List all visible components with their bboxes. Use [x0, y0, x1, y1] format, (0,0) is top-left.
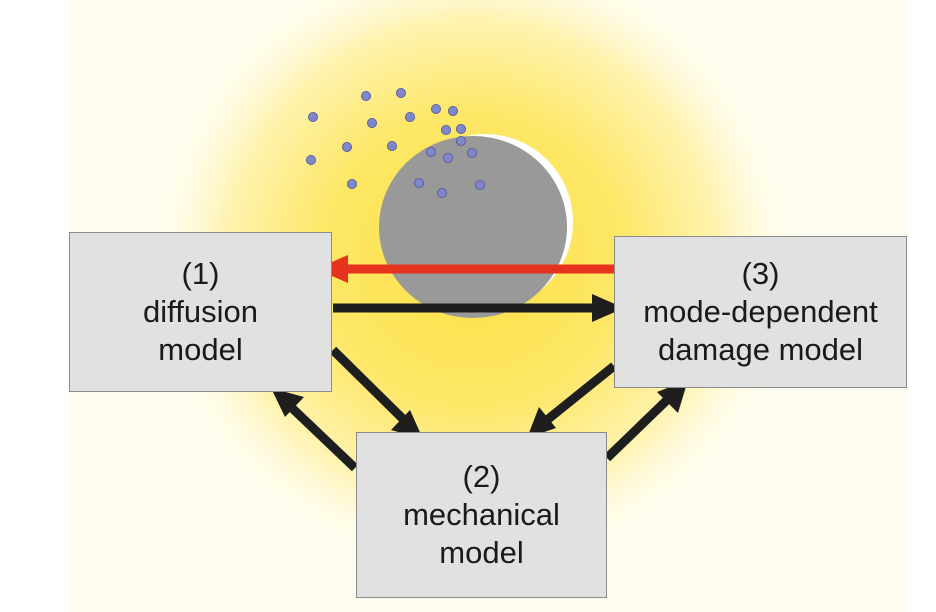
species-dot: [413, 177, 424, 188]
species-dot: [425, 146, 436, 157]
diffusion-model-number: (1): [181, 256, 220, 291]
species-dot: [430, 104, 441, 115]
species-dot: [440, 125, 451, 136]
species-dot: [474, 179, 485, 190]
arrow-mechanical-to-diffusion: [271, 388, 359, 472]
species-dot: [386, 140, 397, 151]
diffusion-model-label-line1: diffusion: [143, 294, 258, 329]
mechanical-model-number: (2): [462, 459, 501, 494]
damage-model-number: (3): [741, 256, 780, 291]
damage-model-label-line2: damage model: [657, 332, 864, 367]
species-dot: [455, 135, 466, 146]
arrow-mechanical-to-damage: [603, 380, 688, 462]
species-dot: [447, 106, 458, 117]
particle-body: [379, 136, 567, 318]
species-dot: [436, 187, 447, 198]
species-dot: [395, 88, 406, 99]
arrow-diffusion-to-mechanical: [329, 346, 423, 439]
mechanical-model-label-line2: model: [439, 535, 524, 570]
species-dot: [346, 178, 357, 189]
arrow-damage-to-diffusion-red: [316, 255, 614, 283]
diffusion-model-label-line2: model: [158, 332, 243, 367]
species-dot: [366, 118, 377, 129]
species-dot: [442, 152, 453, 163]
diffusing-species: [305, 88, 485, 198]
arrow-damage-to-mechanical: [527, 362, 617, 438]
damage-model-label-line1: mode-dependent: [643, 294, 878, 329]
species-dot: [305, 154, 316, 165]
arrow-diffusion-to-damage: [333, 294, 624, 322]
species-dot: [360, 91, 371, 102]
mechanical-model-label-line1: mechanical: [403, 497, 560, 532]
species-dot: [307, 112, 318, 123]
mechanical-model-box: (2) mechanical model: [356, 432, 607, 598]
damage-model-box: (3) mode-dependent damage model: [614, 236, 907, 388]
diffusion-model-box: (1) diffusion model: [69, 232, 332, 392]
species-dot: [341, 141, 352, 152]
species-dot: [404, 112, 415, 123]
species-dot: [466, 147, 477, 158]
species-dot: [455, 124, 466, 135]
